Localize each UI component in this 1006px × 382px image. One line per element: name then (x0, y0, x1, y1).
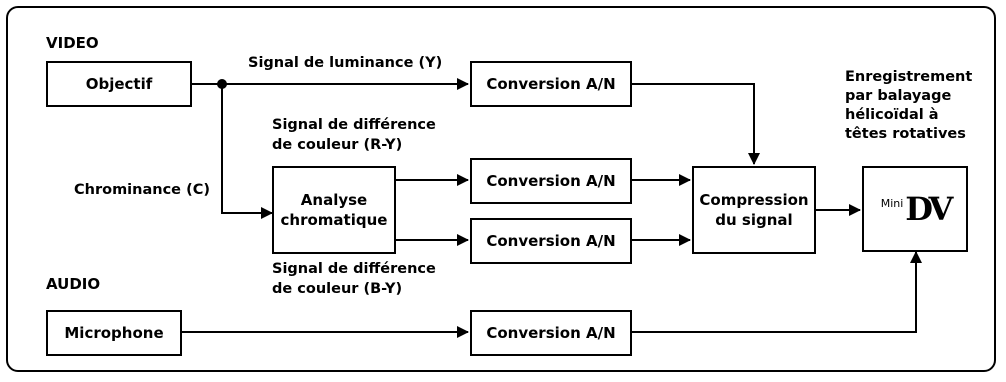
wire-conv-y-to-compression (632, 83, 760, 165)
analyse-line-1: Analyse (300, 191, 368, 209)
conversion-by-box: Conversion A/N (470, 218, 632, 264)
wire-junction-to-analyse (221, 84, 273, 219)
minidv-logo-dv-text: DV (905, 190, 953, 228)
minidv-box: Mini DV (862, 166, 968, 252)
conversion-y-box: Conversion A/N (470, 61, 632, 107)
microphone-box: Microphone (46, 310, 182, 356)
diagram-frame (6, 6, 996, 372)
section-audio-label: AUDIO (46, 275, 101, 293)
analyse-line-2: chromatique (280, 211, 388, 229)
by-label-line-2: de couleur (B-Y) (272, 281, 403, 297)
compression-line-2: du signal (715, 211, 793, 229)
wire-conv-audio-to-minidv (632, 251, 922, 333)
by-label: Signal de différence de couleur (B-Y) (272, 259, 436, 299)
minidv-logo: Mini DV (881, 190, 954, 228)
by-label-line-1: Signal de différence (272, 261, 436, 277)
junction-dot (217, 79, 227, 89)
enregistrement-line-3: hélicoïdal à (845, 107, 939, 123)
conversion-ry-box: Conversion A/N (470, 158, 632, 204)
enregistrement-line-1: Enregistrement (845, 69, 973, 85)
ry-label-line-1: Signal de différence (272, 117, 436, 133)
ry-label-line-2: de couleur (R-Y) (272, 137, 403, 153)
minidv-logo-mini-text: Mini (880, 197, 904, 210)
conversion-audio-box: Conversion A/N (470, 310, 632, 356)
enregistrement-line-2: par balayage (845, 88, 952, 104)
analyse-chromatique-box: Analyse chromatique (272, 166, 396, 254)
objectif-box: Objectif (46, 61, 192, 107)
compression-line-1: Compression (699, 191, 809, 209)
compression-box: Compression du signal (692, 166, 816, 254)
ry-label: Signal de différence de couleur (R-Y) (272, 115, 436, 155)
enregistrement-line-4: têtes rotatives (845, 126, 966, 142)
enregistrement-label: Enregistrement par balayage hélicoïdal à… (845, 68, 972, 144)
luminance-label: Signal de luminance (Y) (248, 55, 443, 71)
chrominance-label: Chrominance (C) (74, 182, 210, 198)
section-video-label: VIDEO (46, 34, 99, 52)
